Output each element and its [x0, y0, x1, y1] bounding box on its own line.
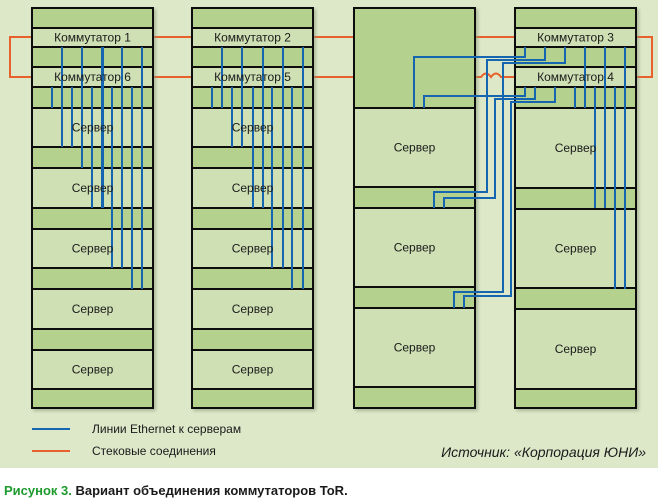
ethernet-cable [463, 87, 556, 308]
server-label: Сервер [232, 302, 274, 316]
server-label: Сервер [72, 242, 114, 256]
server-label: Сервер [72, 363, 114, 377]
blank-unit [31, 207, 154, 230]
switch-label: Коммутатор 2 [214, 31, 291, 45]
legend-label-ethernet: Линии Ethernet к серверам [92, 422, 242, 436]
switch-label: Коммутатор 6 [54, 70, 131, 84]
switch-label: Коммутатор 1 [54, 31, 131, 45]
blank-unit [31, 328, 154, 351]
blank-unit [191, 328, 314, 351]
server-unit [353, 307, 476, 388]
blank-unit [191, 388, 314, 409]
server-label: Сервер [394, 241, 436, 255]
blank-unit [191, 7, 314, 29]
stack-link [475, 72, 515, 79]
server-label: Сервер [72, 121, 114, 135]
blank-unit [353, 386, 476, 409]
server-label: Сервер [555, 342, 597, 356]
figure-number: Рисунок 3. [4, 483, 72, 498]
blank-unit [191, 207, 314, 230]
blank-unit [31, 46, 154, 68]
ethernet-cable [413, 47, 526, 108]
server-label: Сервер [72, 181, 114, 195]
ethernet-line-swatch [32, 428, 70, 430]
blank-unit [514, 388, 637, 409]
server-unit [31, 288, 154, 330]
switch-label: Коммутатор 3 [537, 31, 614, 45]
ethernet-cable [423, 87, 526, 108]
stack-link [636, 36, 653, 78]
server-label: Сервер [72, 302, 114, 316]
blank-unit [31, 267, 154, 290]
legend-label-stack: Стековые соединения [92, 444, 216, 458]
ethernet-cable [453, 47, 566, 308]
server-label: Сервер [232, 121, 274, 135]
ethernet-cable [443, 87, 536, 208]
ethernet-cables [51, 47, 626, 308]
blank-unit [353, 286, 476, 309]
figure-title: Вариант объединения коммутаторов ToR. [71, 483, 348, 498]
server-unit [514, 308, 637, 390]
stack-line-swatch [32, 450, 70, 452]
ethernet-cable [433, 47, 546, 208]
server-label: Сервер [555, 242, 597, 256]
blank-unit [514, 7, 637, 29]
server-label: Сервер [232, 242, 274, 256]
source-credit: Источник: «Корпорация ЮНИ» [441, 444, 646, 460]
stack-connections [9, 36, 653, 79]
legend-item-ethernet: Линии Ethernet к серверам [32, 422, 241, 436]
blank-unit [514, 287, 637, 310]
rack-4 [514, 7, 637, 409]
blank-unit [514, 187, 637, 210]
switch-label: Коммутатор 4 [537, 70, 614, 84]
server-unit [31, 349, 154, 390]
blank-unit [31, 388, 154, 409]
blank-unit [31, 7, 154, 29]
legend-item-stack: Стековые соединения [32, 444, 216, 458]
server-unit [353, 207, 476, 288]
server-label: Сервер [232, 181, 274, 195]
server-label: Сервер [555, 141, 597, 155]
blank-unit [191, 46, 314, 68]
server-label: Сервер [394, 141, 436, 155]
blank-unit [191, 267, 314, 290]
figure-caption: Рисунок 3. Вариант объединения коммутато… [4, 483, 348, 498]
server-label: Сервер [394, 341, 436, 355]
switch-label: Коммутатор 5 [214, 70, 291, 84]
server-label: Сервер [232, 363, 274, 377]
server-unit [191, 288, 314, 330]
stack-link [9, 36, 32, 78]
